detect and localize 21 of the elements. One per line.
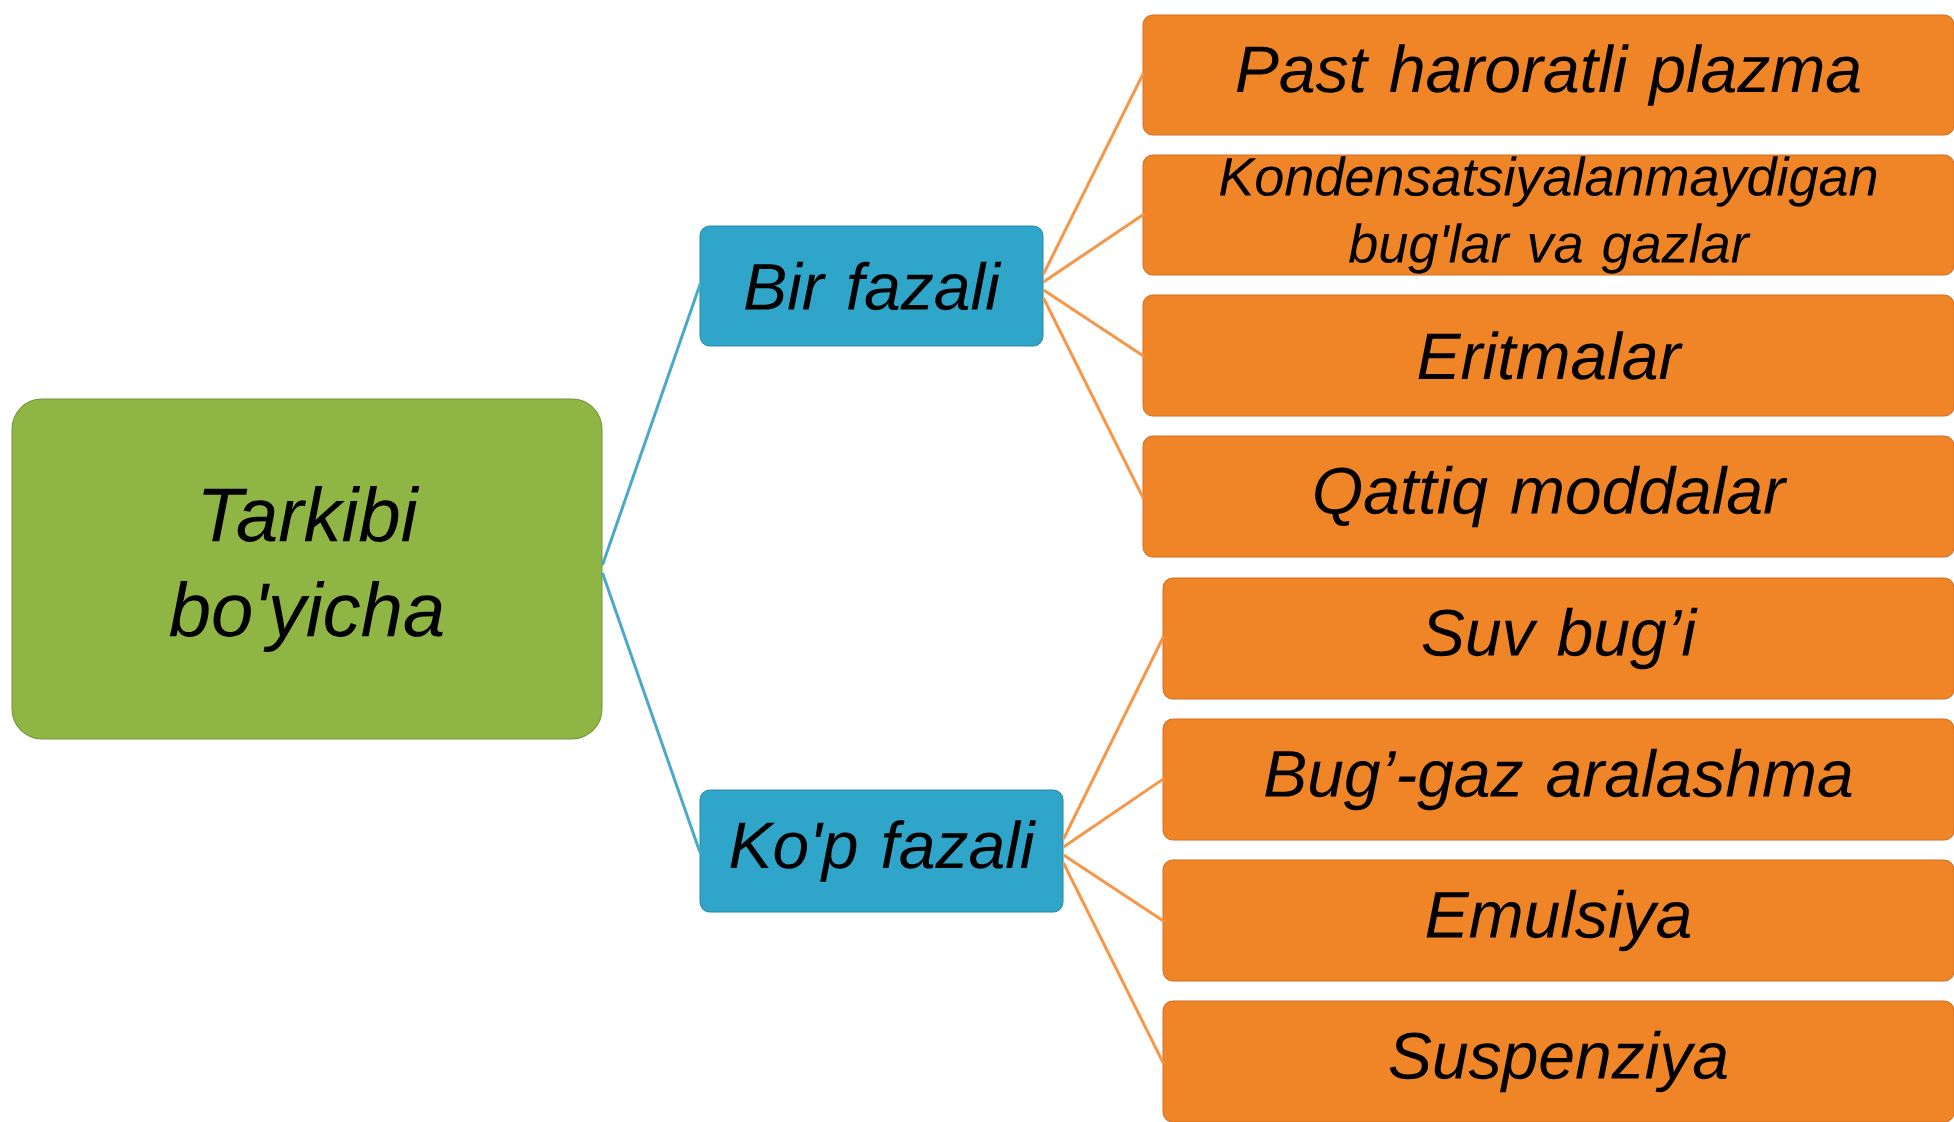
connector-line: [1042, 297, 1145, 499]
item-box: Qattiq moddalar: [1142, 435, 1954, 558]
item-box: Bug’-gaz aralashma: [1162, 718, 1954, 841]
category-box: Bir fazali: [699, 225, 1044, 347]
item-box: Suv bug’i: [1162, 577, 1954, 700]
item-box: Eritmalar: [1142, 294, 1954, 417]
item-box: Emulsiya: [1162, 859, 1954, 982]
connector-line: [1062, 777, 1165, 849]
connector-line: [1062, 853, 1165, 923]
connector-line: [1042, 72, 1145, 275]
item-box: Kondensatsiyalanmaydigan bug'lar va gazlar: [1142, 154, 1954, 276]
connector-line: [601, 572, 702, 854]
connector-line: [601, 283, 702, 566]
root-box: Tarkibi bo'yicha: [11, 398, 603, 740]
connector-line: [1042, 212, 1145, 284]
item-box: Suspenziya: [1162, 1000, 1954, 1122]
connector-line: [1062, 862, 1165, 1064]
category-box: Ko'p fazali: [699, 789, 1064, 913]
connector-line: [1062, 636, 1165, 840]
connector-line: [1042, 288, 1145, 358]
item-box: Past haroratli plazma: [1142, 14, 1954, 136]
